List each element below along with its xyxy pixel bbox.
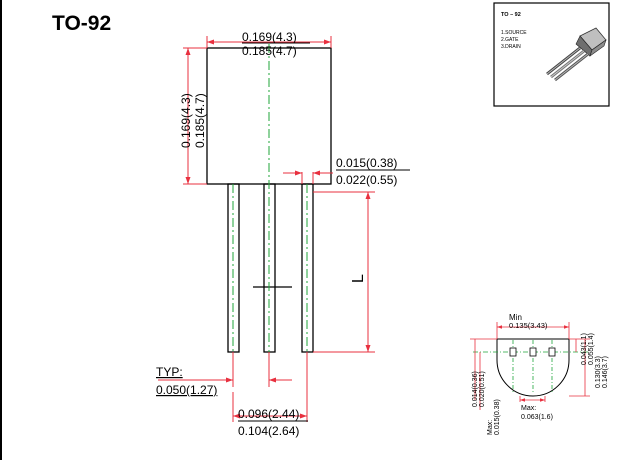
span-dimension	[232, 352, 308, 422]
lead-width-max: 0.022(0.55)	[336, 173, 397, 187]
bottom-right-b2: 0.146(3.7)	[602, 356, 609, 388]
lead-length-dimension	[313, 191, 375, 353]
pitch-value: 0.050(1.27)	[156, 383, 217, 397]
bottom-bottom-value: 0.063(1.6)	[521, 414, 553, 421]
pitch-dimension	[158, 352, 292, 387]
transistor-3d-icon	[546, 27, 607, 82]
bottom-right-a2: 0.055(1.4)	[588, 333, 595, 365]
bottom-left-b-prefix: Max:	[487, 420, 494, 435]
bottom-min-label: Min	[509, 313, 522, 322]
pin-3-label: 3.DRAIN	[501, 44, 521, 50]
bottom-min-value: 0.135(3.43)	[509, 321, 548, 330]
body-height-max: 0.185(4.7)	[193, 93, 207, 148]
centerlines	[232, 44, 308, 356]
pin-2-label: 2.GATE	[501, 37, 519, 43]
bottom-right-a1: 0.043(1.1)	[581, 333, 588, 365]
bottom-left-b-value: 0.015(0.38)	[494, 399, 501, 435]
body-width-min: 0.169(4.3)	[242, 30, 297, 44]
lead-length-label: L	[350, 274, 367, 283]
bottom-left-a2: 0.020(0.51)	[479, 371, 486, 407]
pin-1-label: 1.SOURCE	[501, 30, 527, 36]
pitch-prefix: TYP:	[156, 365, 183, 379]
span-min: 0.096(2.44)	[238, 407, 299, 421]
pinout-inset: TO – 92 1.SOURCE 2.GATE 3.DRAIN	[493, 2, 610, 107]
body-width-dimension	[206, 36, 332, 48]
body-height-dimension	[183, 47, 207, 185]
body-height-min: 0.169(4.3)	[179, 93, 193, 148]
bottom-view: Min 0.135(3.43) 0.043(1.1) 0.055(1.4) 0.…	[470, 313, 609, 435]
bottom-right-b1: 0.130(3.3)	[595, 356, 602, 388]
inset-title: TO – 92	[501, 12, 521, 18]
package-leads	[227, 183, 314, 353]
package-title: TO-92	[52, 12, 111, 35]
lead-width-min: 0.015(0.38)	[336, 156, 397, 170]
lead-width-dimension	[283, 170, 333, 184]
span-max: 0.104(2.64)	[238, 424, 299, 438]
bottom-bottom-prefix: Max:	[521, 405, 536, 412]
bottom-left-a1: 0.014(0.36)	[472, 371, 479, 407]
body-width-max: 0.185(4.7)	[242, 44, 297, 58]
